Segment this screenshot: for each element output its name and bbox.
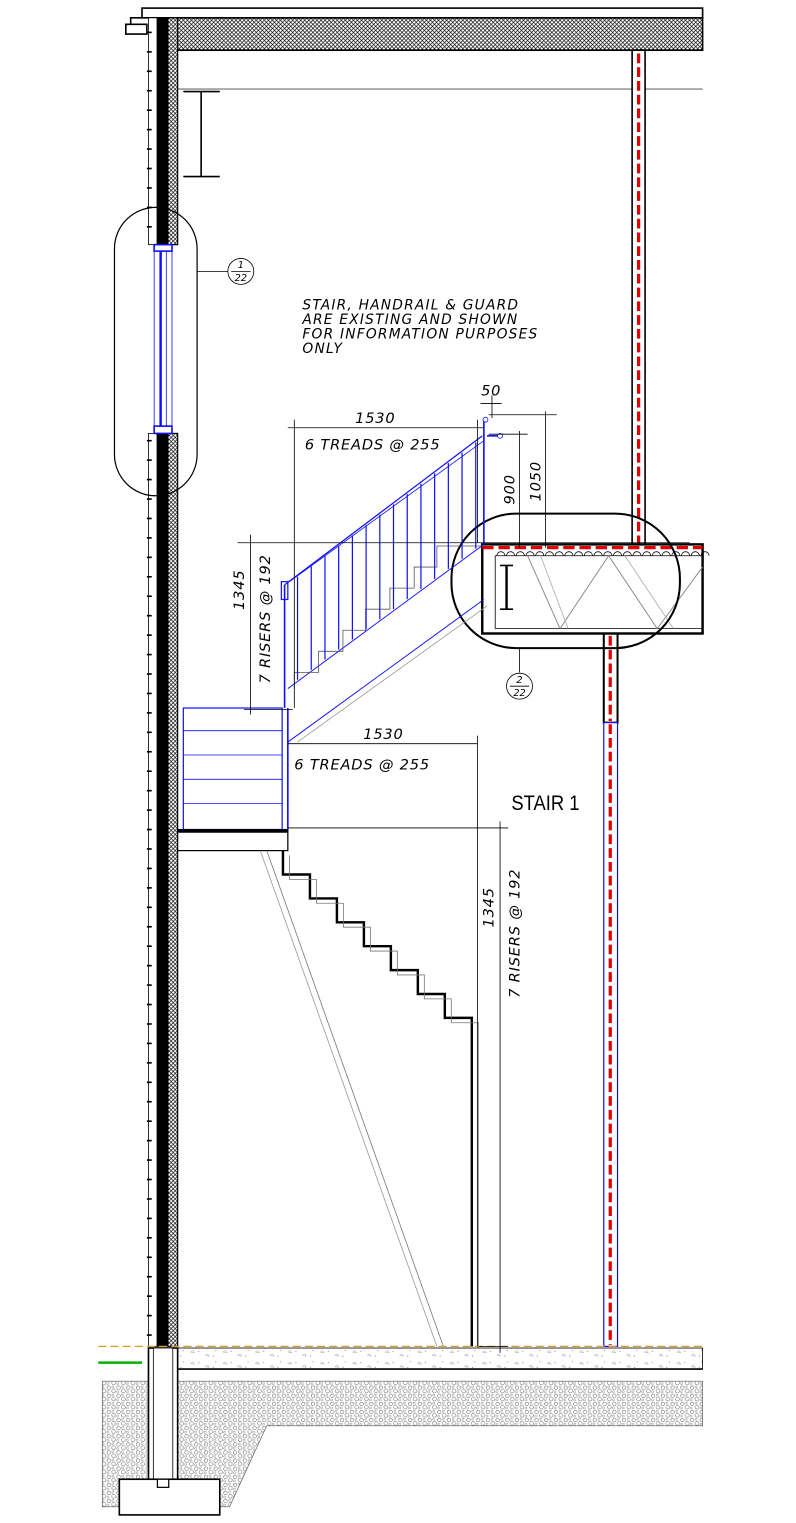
deck-flute xyxy=(642,551,652,556)
stair-label: STAIR 1 xyxy=(511,792,579,815)
handrail-height-dimension: 900 xyxy=(502,474,519,504)
lower-rise-dimension: 1345 xyxy=(481,887,498,927)
detail-1-bubble: 1 22 xyxy=(113,206,255,497)
deck-flute xyxy=(661,551,671,556)
deck-flute xyxy=(632,551,642,556)
deck-flute xyxy=(574,551,584,556)
general-note: STAIR, HANDRAIL & GUARD ARE EXISTING AND… xyxy=(301,297,538,357)
deck-flute xyxy=(593,551,603,556)
landing-guard xyxy=(182,707,289,831)
deck-flute xyxy=(515,551,525,556)
deck-flute xyxy=(506,551,516,556)
steel-beam-section xyxy=(183,90,220,178)
detail-2-bubble: 2 22 xyxy=(450,512,681,700)
deck-flute xyxy=(651,551,661,556)
deck-flute xyxy=(545,551,554,556)
deck-flute xyxy=(690,551,700,556)
deck-flute xyxy=(525,551,535,556)
upper-flight-dimensions: 1530 6 TREADS @ 255 50 1050 900 1345 7 R… xyxy=(231,382,690,715)
foundation xyxy=(98,1345,704,1516)
deck-flute xyxy=(700,551,710,556)
deck-flute xyxy=(603,551,613,556)
detail-1-sheet: 22 xyxy=(235,273,247,284)
interior-column-lower xyxy=(602,632,619,1348)
detail-1-number: 1 xyxy=(238,260,244,271)
detail-2-sheet: 22 xyxy=(513,688,525,699)
deck-flute xyxy=(496,551,506,556)
note-line-3: FOR INFORMATION PURPOSES xyxy=(302,327,538,343)
upper-risers-dimension: 7 RISERS @ 192 xyxy=(257,554,274,683)
lower-flight-dimensions: 1530 6 TREADS @ 255 1345 7 RISERS @ 192 xyxy=(287,726,524,1353)
upper-run-dimension: 1530 xyxy=(355,410,395,427)
note-line-4: ONLY xyxy=(302,341,343,357)
deck-flute xyxy=(564,551,574,556)
exterior-wall xyxy=(146,17,179,1348)
deck-flute xyxy=(535,551,545,556)
deck-flute xyxy=(583,551,593,556)
floor-system xyxy=(481,543,710,635)
note-line-2: ARE EXISTING AND SHOWN xyxy=(301,312,518,328)
rail-offset-dimension: 50 xyxy=(481,382,501,399)
guard-height-dimension: 1050 xyxy=(528,461,545,501)
lower-treads-dimension: 6 TREADS @ 255 xyxy=(294,757,430,774)
upper-rise-dimension: 1345 xyxy=(231,570,248,610)
deck-flute xyxy=(681,551,691,556)
deck-flute xyxy=(554,551,564,556)
upper-stair-flight xyxy=(280,416,503,743)
lower-run-dimension: 1530 xyxy=(363,726,403,743)
upper-treads-dimension: 6 TREADS @ 255 xyxy=(305,437,441,454)
deck-flute xyxy=(671,551,681,556)
roof-assembly xyxy=(124,7,704,90)
deck-flute xyxy=(613,551,622,556)
detail-2-number: 2 xyxy=(516,675,522,686)
deck-flute xyxy=(622,551,632,556)
interior-column-upper xyxy=(631,49,646,547)
lower-risers-dimension: 7 RISERS @ 192 xyxy=(507,869,524,998)
note-line-1: STAIR, HANDRAIL & GUARD xyxy=(302,297,519,313)
lower-stair-flight xyxy=(177,828,479,1352)
